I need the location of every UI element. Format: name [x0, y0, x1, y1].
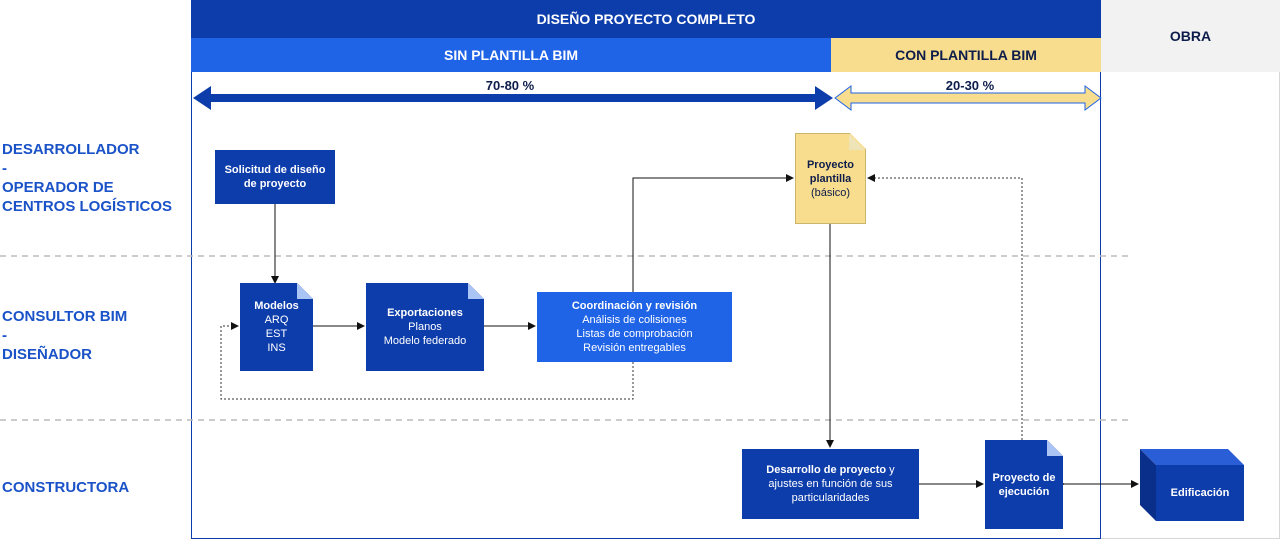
box-modelos-title: Modelos	[254, 300, 299, 312]
lane-consultor-line3: DISEÑADOR	[2, 346, 93, 363]
header-diseno-completo: DISEÑO PROYECTO COMPLETO	[191, 0, 1101, 38]
header-diseno-completo-label: DISEÑO PROYECTO COMPLETO	[536, 11, 756, 27]
connector-feedback-plantilla	[867, 174, 1023, 440]
box-coordinacion-line3: Revisión entregables	[583, 342, 686, 354]
lane-consultor-line2: -	[2, 327, 7, 344]
box-plantilla: Proyecto plantilla (básico)	[795, 133, 866, 224]
percent-sin-plantilla: 70-80 %	[485, 78, 535, 93]
lane-desarrollador-line4: CENTROS LOGÍSTICOS	[2, 198, 173, 215]
box-desarrollo-line2: particularidades	[791, 492, 870, 504]
box-solicitud-title: Solicitud de diseño de proyecto	[224, 164, 326, 190]
lane-consultor-line1: CONSULTOR BIM	[2, 308, 128, 325]
header-sin-plantilla-label: SIN PLANTILLA BIM	[443, 47, 579, 63]
header-sin-plantilla: SIN PLANTILLA BIM	[191, 38, 831, 72]
lane-desarrollador-line1: DESARROLLADOR	[2, 141, 140, 158]
box-exportaciones-line1: Planos	[408, 321, 442, 333]
edificacion-cube-side	[1140, 449, 1156, 521]
box-ejecucion: Proyecto de ejecución	[985, 440, 1063, 529]
box-modelos: Modelos ARQ EST INS	[240, 283, 313, 371]
box-coordinacion-line2: Listas de comprobación	[576, 328, 693, 340]
box-desarrollo: Desarrollo de proyecto y ajustes en func…	[742, 449, 919, 519]
box-modelos-line1: ARQ	[264, 314, 289, 326]
lane-desarrollador: DESARROLLADOR - OPERADOR DE CENTROS LOGÍ…	[2, 140, 187, 216]
edificacion-cube-top	[1140, 449, 1244, 465]
box-coordinacion-line1: Análisis de colisiones	[582, 314, 687, 326]
box-coordinacion-title: Coordinación y revisión	[571, 300, 698, 312]
lane-constructora-line1: CONSTRUCTORA	[2, 479, 130, 496]
percent-con-plantilla: 20-30 %	[945, 78, 995, 93]
box-exportaciones-title: Exportaciones	[387, 307, 463, 319]
box-coordinacion: Coordinación y revisión Análisis de coli…	[537, 292, 732, 362]
box-modelos-line3: INS	[267, 342, 286, 354]
box-exportaciones-line2: Modelo federado	[383, 335, 467, 347]
header-obra: OBRA	[1101, 0, 1280, 72]
lane-desarrollador-line3: OPERADOR DE	[2, 179, 114, 196]
header-con-plantilla-label: CON PLANTILLA BIM	[895, 47, 1037, 63]
box-plantilla-title: Proyecto plantilla	[806, 158, 855, 185]
box-exportaciones: Exportaciones Planos Modelo federado	[366, 283, 484, 371]
header-obra-label: OBRA	[1169, 28, 1212, 44]
arrow-con-plantilla	[834, 85, 1102, 111]
arrow-sin-plantilla	[193, 86, 833, 110]
box-ejecucion-title: Proyecto de ejecución	[992, 471, 1056, 498]
lane-constructora: CONSTRUCTORA	[2, 478, 187, 497]
lane-desarrollador-line2: -	[2, 160, 7, 177]
box-edificacion: Edificación	[1156, 465, 1244, 521]
box-desarrollo-first-line: Desarrollo de proyecto y	[766, 463, 894, 477]
connector-feedback-modelos	[220, 322, 634, 400]
box-edificacion-title: Edificación	[1170, 487, 1230, 499]
box-desarrollo-title: Desarrollo de proyecto	[766, 464, 887, 476]
box-desarrollo-line1: ajustes en función de sus	[768, 478, 893, 490]
header-con-plantilla: CON PLANTILLA BIM	[831, 38, 1101, 72]
connector-coordinacion-plantilla	[632, 174, 794, 292]
box-plantilla-subtitle: (básico)	[810, 186, 851, 199]
lane-consultor: CONSULTOR BIM - DISEÑADOR	[2, 307, 187, 364]
box-modelos-line2: EST	[265, 328, 288, 340]
box-desarrollo-title-rest: y	[886, 464, 895, 476]
box-solicitud: Solicitud de diseño de proyecto	[215, 150, 335, 204]
